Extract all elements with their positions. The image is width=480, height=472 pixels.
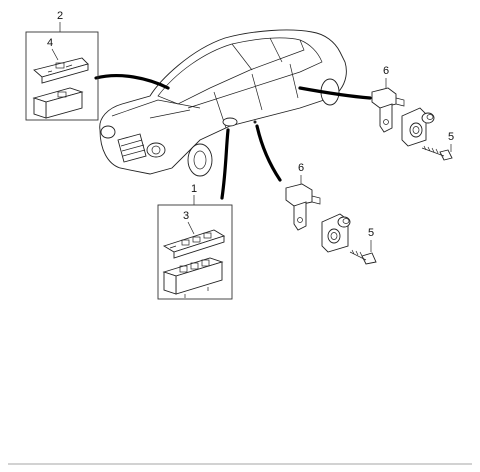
callout-6-front: 6 [298, 162, 304, 174]
assembly-box-1 [157, 195, 233, 300]
bracket-part-6-rear [371, 78, 405, 133]
multi-switch-module [162, 257, 224, 298]
assembly-box-2 [25, 22, 99, 121]
callout-6-rear: 6 [383, 65, 389, 77]
callout-5-rear: 5 [448, 131, 454, 143]
callout-1: 1 [191, 183, 197, 195]
callout-3: 3 [183, 210, 189, 222]
switch-cover-part-4 [33, 57, 89, 84]
pointer-line-front-door [255, 124, 282, 182]
headlight-right [146, 142, 166, 158]
pointer-line-rear-door [298, 86, 372, 100]
screw-part-5-front [349, 240, 377, 265]
switch-panel-part-3 [162, 229, 226, 259]
front-door-switch-assembly [285, 175, 377, 265]
front-grille [117, 133, 147, 163]
door-switch-rear [401, 107, 435, 147]
front-wheel [187, 143, 213, 177]
callout-2: 2 [57, 10, 63, 22]
side-mirror [222, 117, 238, 127]
door-switch-front [321, 213, 351, 253]
switch-module [32, 87, 84, 119]
sedan-illustration [99, 29, 347, 177]
screw-part-5-rear [421, 144, 453, 161]
callout-4: 4 [47, 37, 53, 49]
pointer-line-switch-4 [94, 74, 170, 90]
headlight-left [100, 125, 116, 139]
pointer-line-switch-1 [220, 128, 230, 200]
bracket-part-6-front [285, 175, 321, 231]
rear-door-switch-assembly [371, 78, 453, 161]
callout-5-front: 5 [368, 227, 374, 239]
